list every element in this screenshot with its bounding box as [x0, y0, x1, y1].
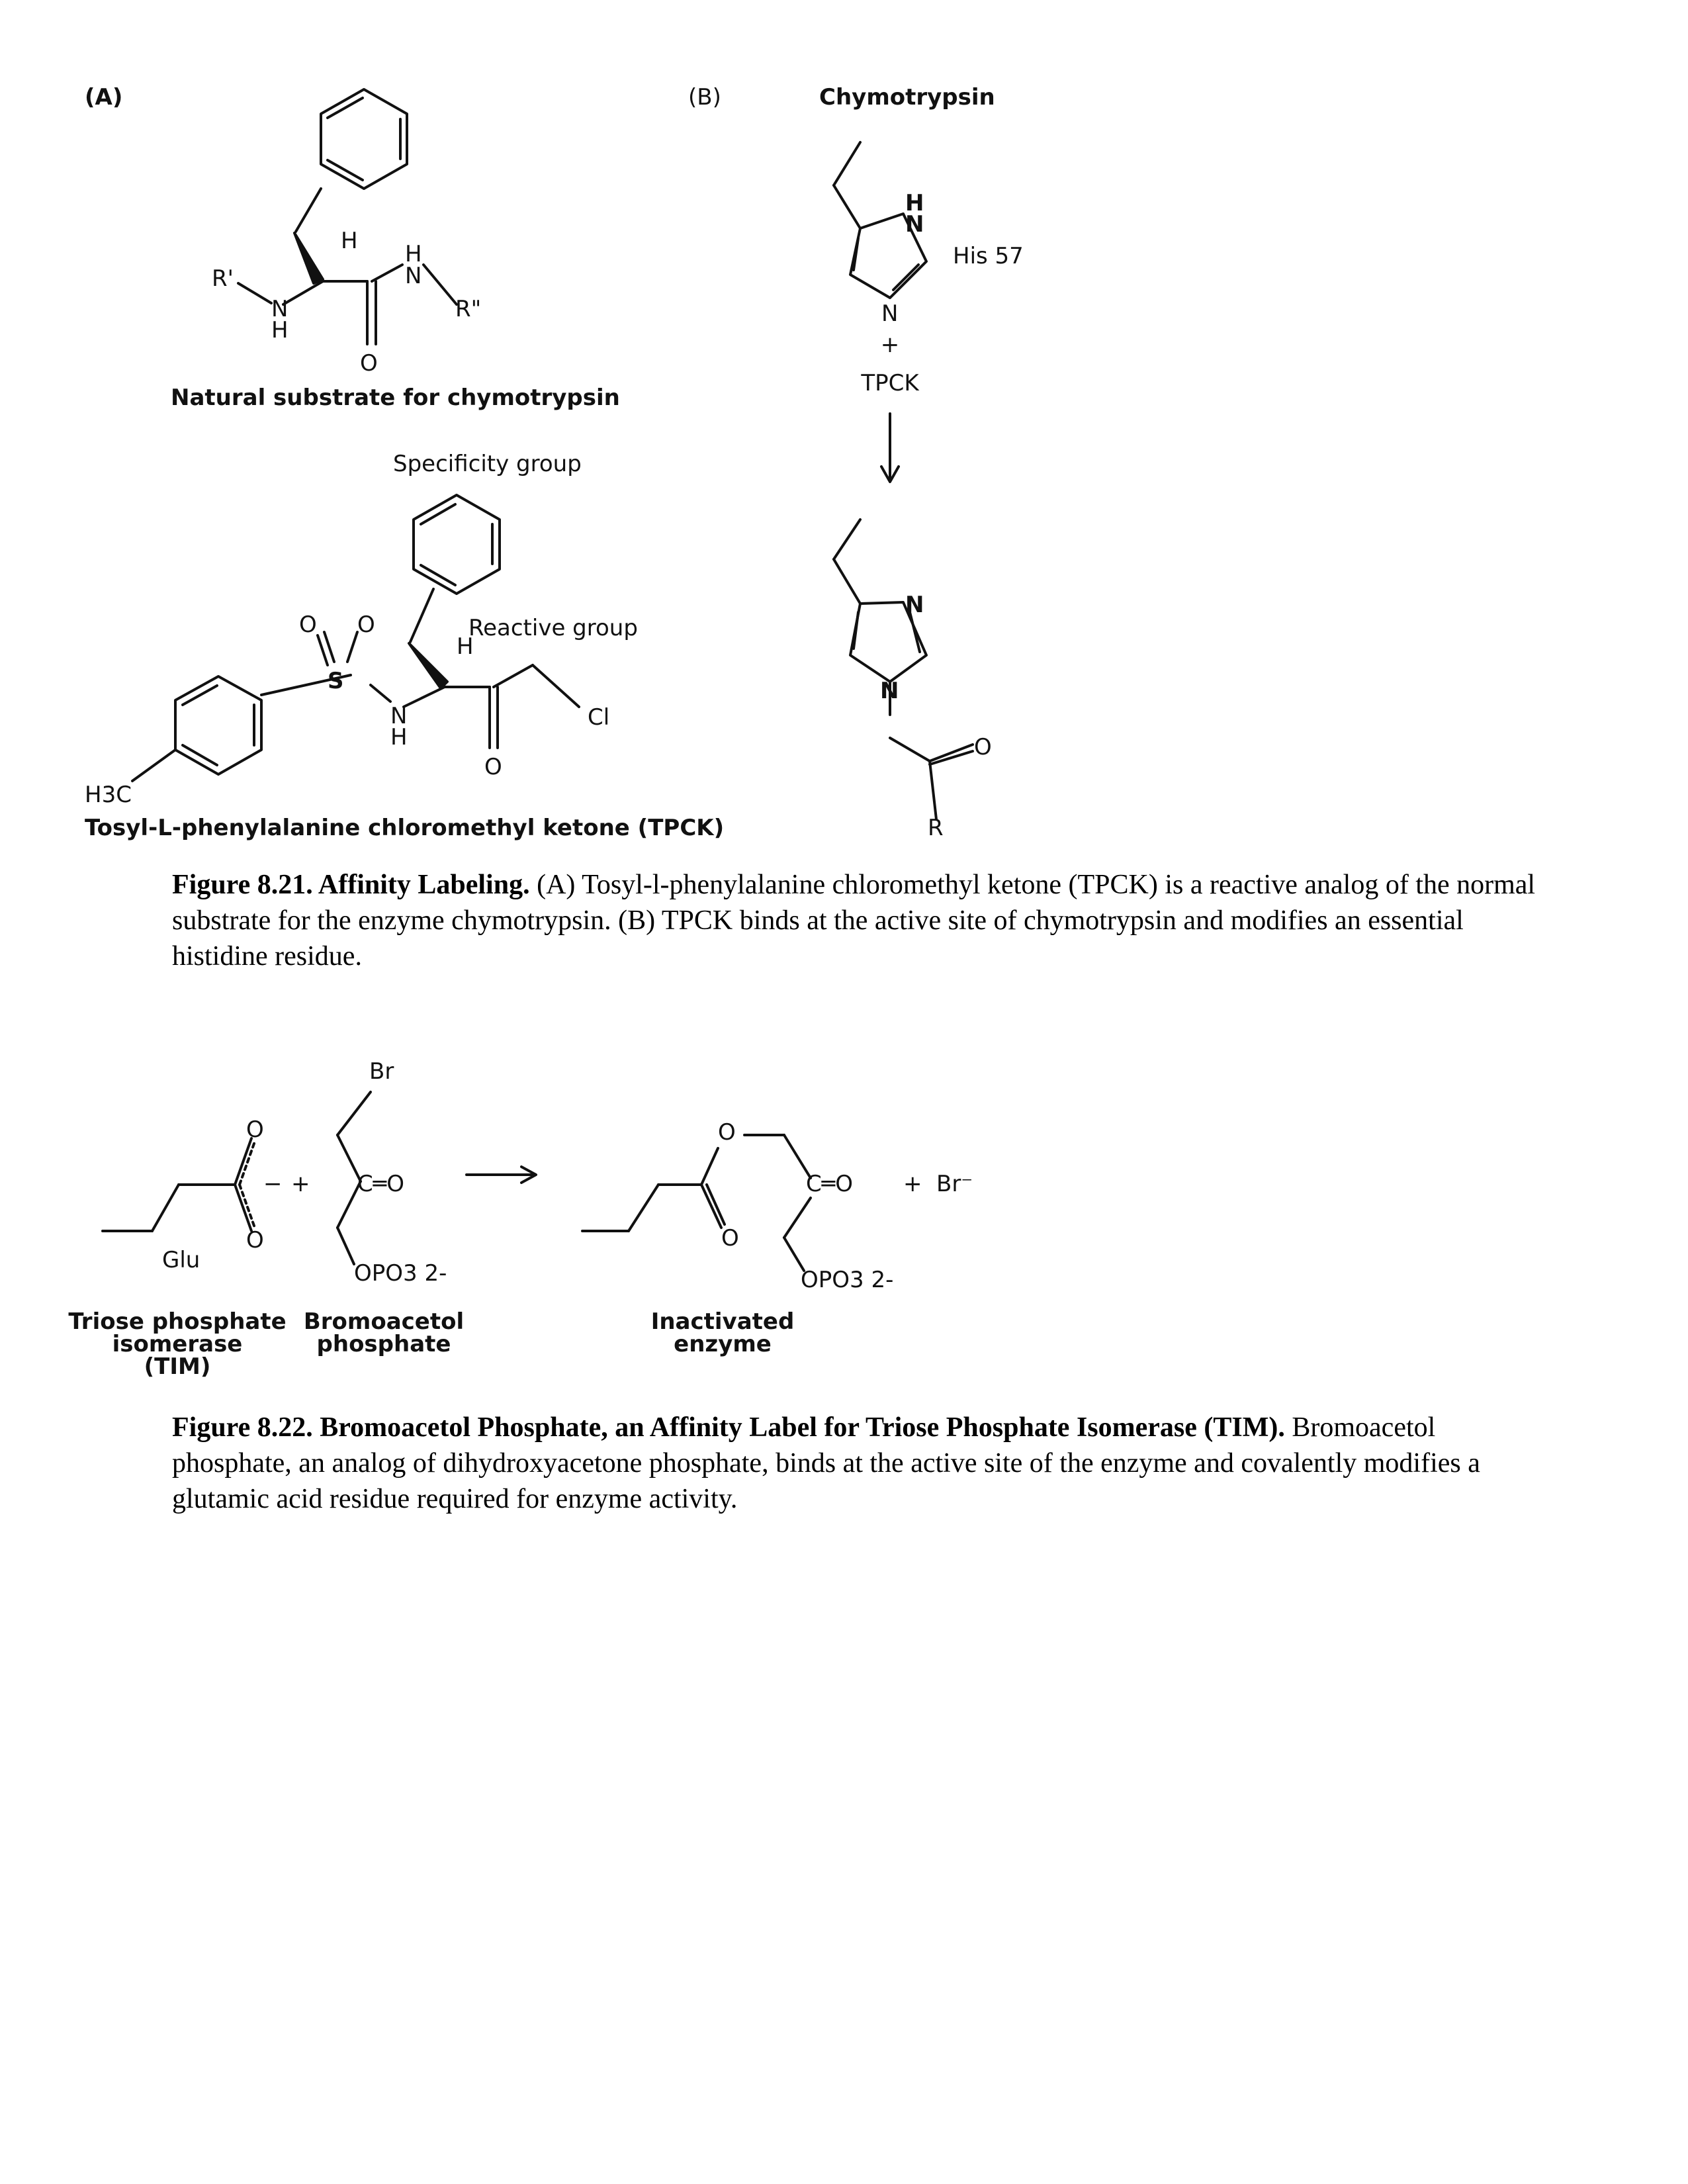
inactivated-enzyme — [581, 1134, 812, 1272]
his-n2: N — [881, 300, 898, 327]
bap-carbonyl: C═O — [357, 1171, 404, 1197]
tim-name-line2: isomerase — [112, 1331, 243, 1357]
product-phosphate: OPO3 2- — [801, 1267, 893, 1293]
bap-name-line2: phosphate — [317, 1331, 451, 1357]
figure-8-21-caption-title: Figure 8.21. Affinity Labeling. — [172, 870, 530, 900]
panel-b-label: (B) — [688, 84, 721, 111]
tpck-carbonyl-o: O — [484, 754, 502, 780]
tosyl-ring — [131, 675, 263, 782]
substrate-phenyl-ring — [320, 88, 408, 190]
tpck-chlorine: Cl — [588, 704, 609, 731]
figure-8-21-caption: Figure 8.21. Affinity Labeling. (A) Tosy… — [172, 867, 1548, 974]
product-r: R — [928, 815, 944, 841]
his-h: H — [905, 190, 924, 216]
glu-o-bottom: O — [246, 1227, 264, 1253]
glu-label: Glu — [162, 1247, 200, 1273]
substrate-h-top: H — [341, 228, 358, 254]
tpck-h-n: H — [390, 724, 408, 751]
reaction-scheme-diagram: (A) H R' N H H N R" O Natural substrate … — [68, 84, 1024, 1380]
figure-8-22-caption-title: Figure 8.22. Bromoacetol Phosphate, an A… — [172, 1412, 1285, 1443]
his57-imidazole — [832, 141, 928, 299]
specificity-group-label: Specificity group — [393, 451, 582, 477]
tpck-n: N — [390, 703, 407, 729]
tim-name-line3: (TIM) — [144, 1353, 211, 1380]
product-ester-o: O — [718, 1119, 736, 1146]
panel-b-tpck: TPCK — [860, 370, 920, 396]
bap-name-line1: Bromoacetol — [304, 1308, 464, 1335]
product-o-bottom: O — [721, 1225, 739, 1251]
chymotrypsin-title: Chymotrypsin — [819, 84, 995, 111]
substrate-name: Natural substrate for chymotrypsin — [171, 385, 620, 411]
reactive-group-label: Reactive group — [468, 615, 638, 641]
plus-1: + — [291, 1171, 310, 1197]
modified-histidine — [832, 518, 974, 821]
panel-a-label: (A) — [85, 84, 122, 111]
inactivated-name-line2: enzyme — [674, 1331, 772, 1357]
product-n1: N — [905, 592, 924, 618]
bromide-ion: Br⁻ — [936, 1171, 973, 1197]
figure-8-22-caption: Figure 8.22. Bromoacetol Phosphate, an A… — [172, 1410, 1548, 1517]
substrate-n-right: N — [405, 263, 422, 289]
substrate-carbonyl-o: O — [360, 350, 378, 377]
figure-8-22-caption-text: Bromoacetol phosphate, an analog of dihy… — [172, 1412, 1480, 1514]
product-carbonyl-o: O — [974, 734, 992, 760]
tim-name-line1: Triose phosphate — [68, 1308, 286, 1335]
tpck-sulfonyl-o1: O — [299, 612, 317, 638]
bap-br: Br — [369, 1058, 394, 1085]
tpck-sulfur: S — [328, 668, 344, 694]
his57-label: His 57 — [953, 243, 1024, 269]
substrate-r-double-prime: R" — [455, 296, 481, 322]
substrate-backbone — [237, 187, 458, 345]
substrate-n-left: N — [271, 296, 288, 322]
figure-8-21-caption-text: (A) Tosyl-l-phenylalanine chloromethyl k… — [172, 870, 1536, 972]
tpck-h-top: H — [457, 633, 474, 660]
glu-carboxylate — [101, 1137, 256, 1232]
substrate-h-above-n: H — [405, 241, 422, 267]
glu-o-top: O — [246, 1116, 264, 1143]
tpck-sulfonyl-o2: O — [357, 612, 375, 638]
plus-2: + — [903, 1171, 922, 1197]
bromoacetol-phosphate — [336, 1091, 372, 1265]
reaction-arrow-right — [465, 1165, 537, 1184]
inactivated-name-line1: Inactivated — [651, 1308, 795, 1335]
product-n2: N — [880, 678, 899, 704]
tpck-phenyl-ring — [412, 494, 501, 595]
his-n1: N — [905, 211, 924, 238]
tpck-methyl: H3C — [85, 782, 132, 808]
tpck-backbone — [260, 588, 580, 749]
glu-minus: − — [263, 1171, 283, 1197]
substrate-h-below-n: H — [271, 317, 289, 343]
reaction-arrow-down — [880, 412, 900, 483]
product-carbonyl: C═O — [806, 1171, 853, 1197]
substrate-r-prime: R' — [212, 265, 234, 292]
panel-b-plus: + — [881, 332, 900, 358]
bap-phosphate: OPO3 2- — [354, 1260, 447, 1287]
tpck-name: Tosyl-L-phenylalanine chloromethyl keton… — [85, 815, 724, 841]
